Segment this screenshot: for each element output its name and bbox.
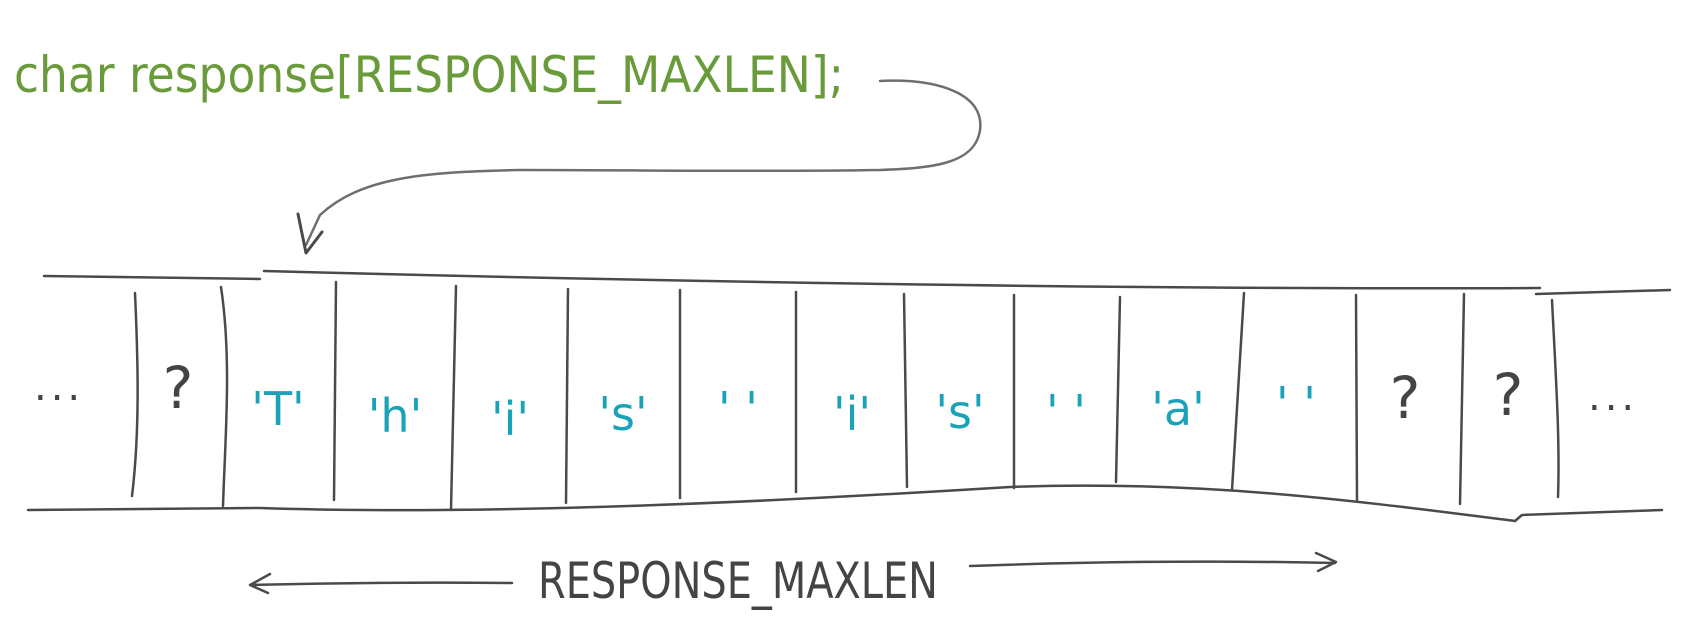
buffer-cells: ? 'T' 'h' 'i' 's' ' ' 'i' 's' ' ' 'a' ' '?? — [163, 354, 1524, 446]
cell-char-value: 'i' — [491, 392, 529, 446]
trailing-ellipsis: ... — [1588, 374, 1638, 420]
pointer-arrow — [304, 79, 982, 247]
divider — [1230, 291, 1246, 492]
divider — [219, 285, 229, 508]
cell-char-value: 's' — [935, 385, 984, 439]
cell-char-value: 'T' — [251, 382, 304, 436]
divider — [449, 284, 458, 512]
divider — [130, 291, 139, 498]
declaration-text: char response[RESPONSE_MAXLEN]; — [14, 46, 844, 104]
pointer-arrowhead — [296, 212, 324, 255]
cell-char-value: 'a' — [1151, 382, 1204, 436]
cell-unknown-value: ? — [163, 354, 194, 422]
span-arrow-right — [968, 551, 1338, 573]
cell-char-value: ' ' — [1046, 385, 1086, 439]
span-arrow-left — [248, 572, 514, 595]
divider — [902, 292, 909, 489]
cell-dividers — [130, 280, 1560, 512]
divider — [332, 280, 338, 502]
cell-char-value: 'i' — [833, 387, 871, 441]
buffer-top-line — [42, 269, 1672, 296]
cell-char-value: ' ' — [1276, 377, 1316, 431]
cell-char-value: 's' — [598, 387, 647, 441]
cell-unknown-value: ? — [1493, 361, 1524, 429]
cell-unknown-value: ? — [1390, 364, 1421, 432]
cell-char-value: 'h' — [368, 389, 422, 443]
span-label: RESPONSE_MAXLEN — [538, 552, 938, 610]
divider — [1550, 298, 1560, 499]
divider — [564, 287, 570, 505]
leading-ellipsis: ... — [34, 364, 84, 410]
divider — [1354, 293, 1359, 502]
buffer-bottom-line — [26, 484, 1664, 523]
divider — [1114, 295, 1122, 484]
divider — [1458, 292, 1466, 506]
cell-char-value: ' ' — [718, 382, 758, 436]
